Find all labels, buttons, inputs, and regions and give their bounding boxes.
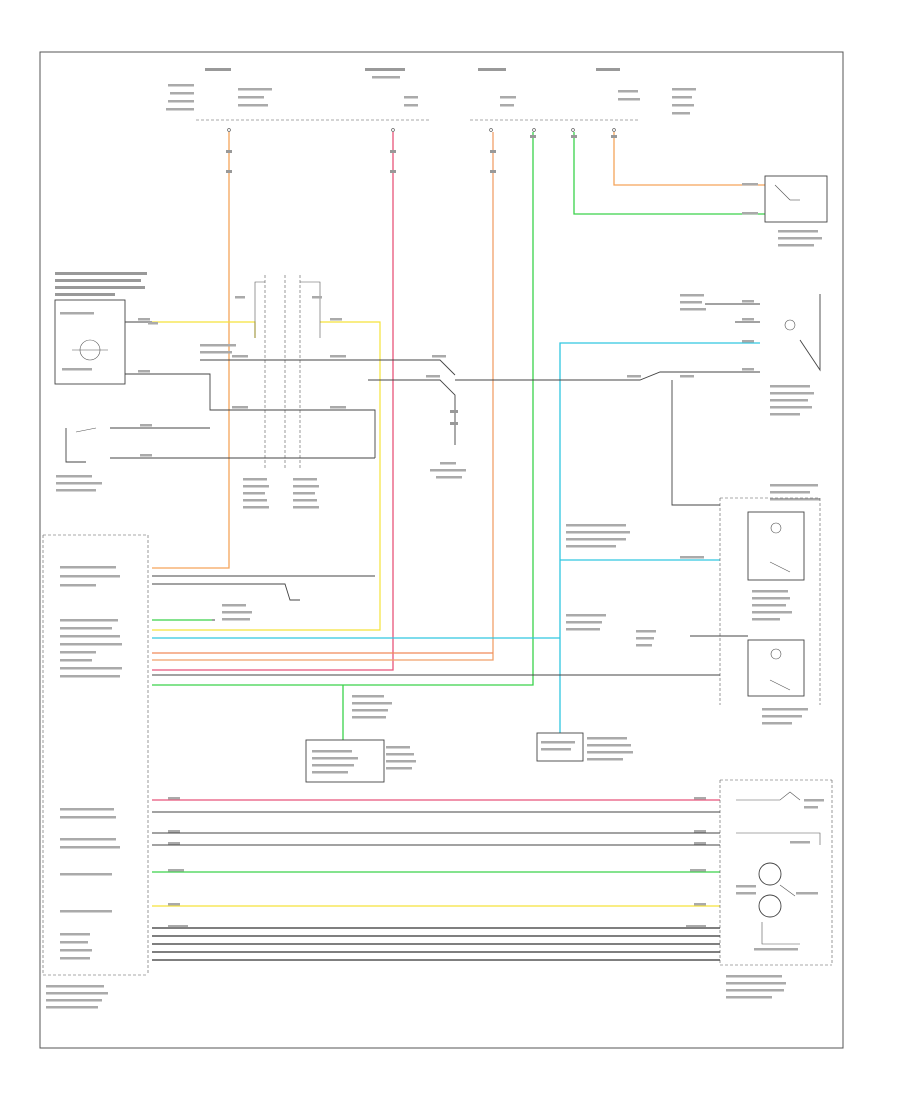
fuse-3-label <box>478 68 516 107</box>
body-control-module <box>42 534 149 1009</box>
right-module-mid <box>152 484 821 725</box>
wire-orange-to-switch <box>613 132 765 186</box>
wire-orange-vertical <box>152 132 230 569</box>
fuse-block-row <box>166 68 696 132</box>
door-switch-left <box>56 424 375 492</box>
ground-module-center <box>305 695 416 783</box>
bcm-short-wires <box>152 575 493 654</box>
wire-cyan <box>152 342 760 733</box>
fuse-1-label <box>166 68 272 111</box>
wire-salmon-vertical <box>152 132 494 661</box>
mirror-wires <box>152 799 720 961</box>
wire-color-labels-bottom <box>168 797 706 928</box>
sensor-module-center <box>536 732 633 762</box>
wire-green-vertical <box>152 132 534 740</box>
wire-green-to-switch <box>573 132 770 215</box>
door-lock-switch-right <box>680 294 821 416</box>
cyan-module-labels <box>566 524 704 647</box>
outside-mirror-assembly <box>719 779 833 999</box>
wire-pink-vertical <box>152 132 394 671</box>
door-jamb-connectors <box>148 275 342 509</box>
top-right-switch <box>742 175 828 247</box>
diagram-frame <box>39 51 844 1049</box>
ignition-switch-module <box>54 272 200 385</box>
connector-markers-top <box>226 135 617 173</box>
fuse-4-label <box>596 68 696 115</box>
fuse-2-label <box>365 68 418 107</box>
harness-gray-lines <box>200 344 760 506</box>
